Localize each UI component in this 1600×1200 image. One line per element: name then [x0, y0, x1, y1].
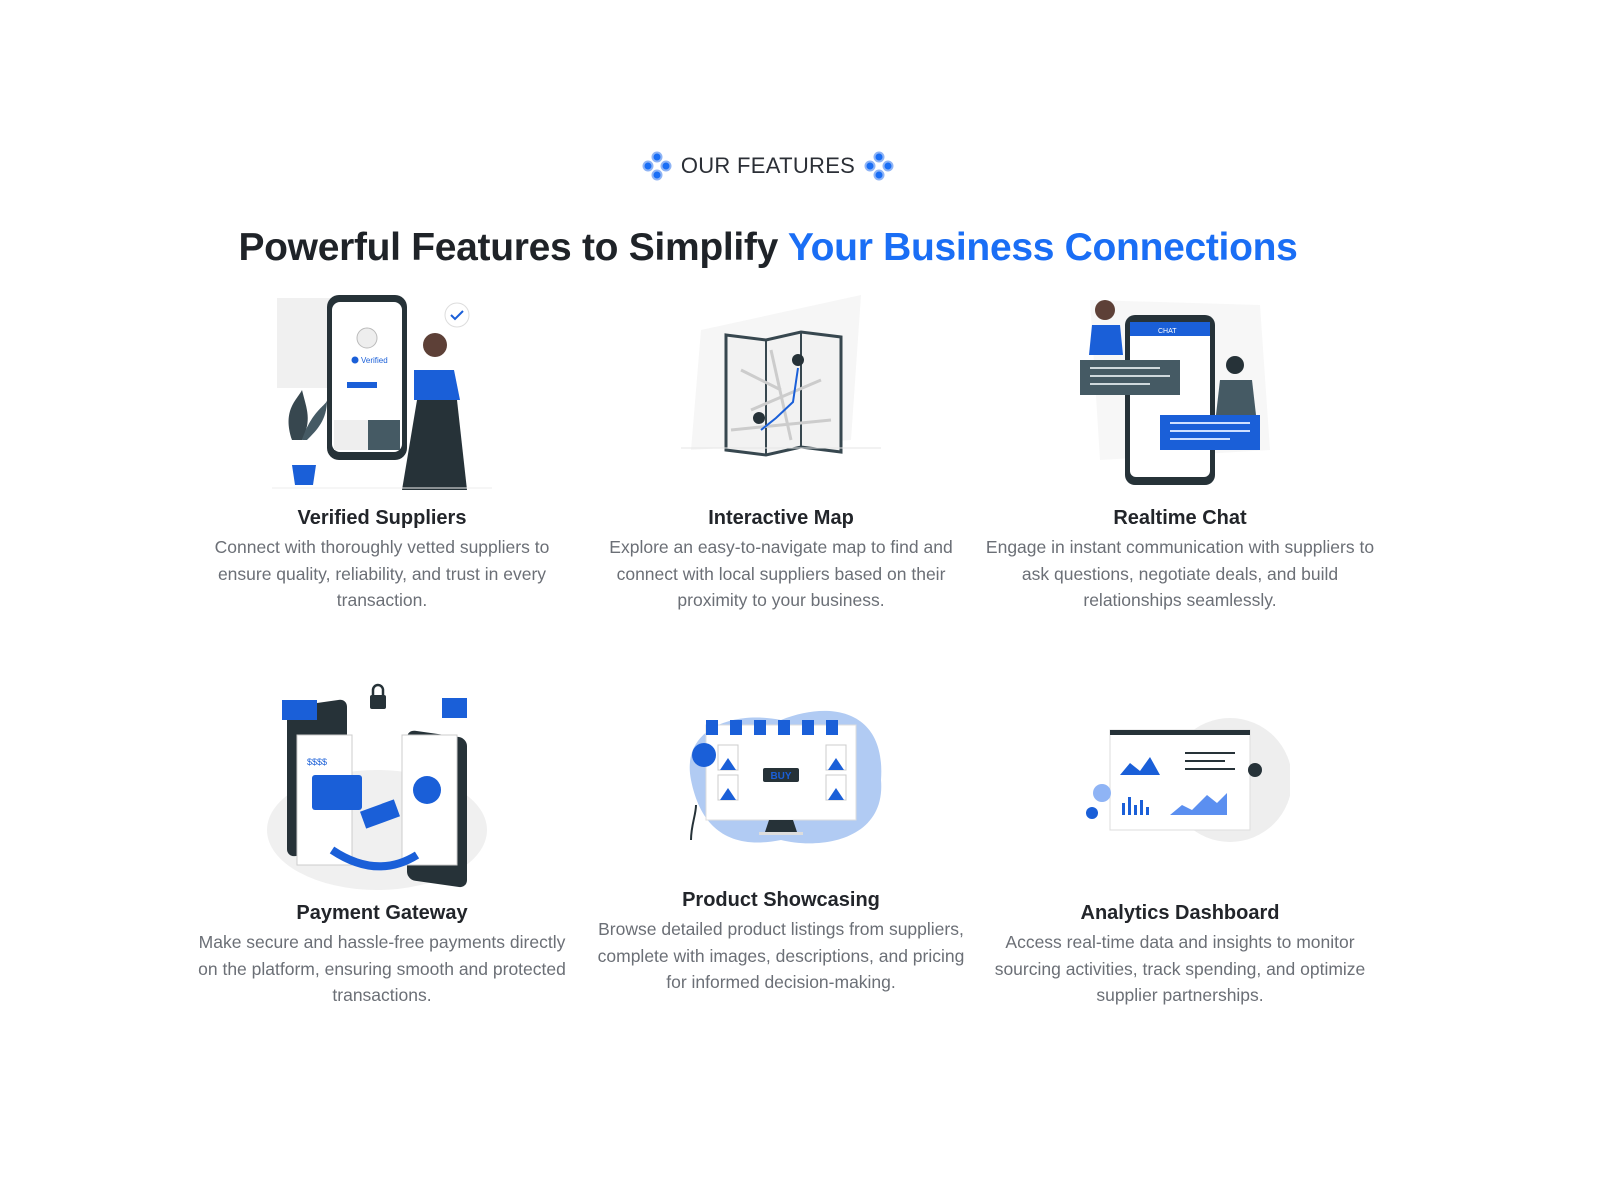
- feature-title: Interactive Map: [708, 507, 854, 529]
- folded-map-illustration: [586, 290, 976, 490]
- feature-description: Connect with thoroughly vetted suppliers…: [214, 537, 550, 610]
- amount-text: $$$$: [307, 757, 327, 767]
- feature-title: Product Showcasing: [682, 889, 880, 911]
- feature-description: Make secure and hassle-free payments dir…: [198, 932, 566, 1005]
- chat-phone-illustration: CHAT: [985, 290, 1375, 490]
- payment-transfer-illustration: $$$$: [187, 680, 577, 895]
- analytics-dashboard-illustration: [985, 715, 1375, 845]
- feature-description: Browse detailed product listings from su…: [597, 919, 965, 992]
- feature-title: Realtime Chat: [1113, 507, 1247, 529]
- buy-text: BUY: [770, 771, 791, 782]
- page-title: Powerful Features to Simplify Your Busin…: [0, 226, 1536, 270]
- storefront-monitor-illustration: BUY: [586, 700, 976, 850]
- feature-description: Explore an easy-to-navigate map to find …: [609, 537, 953, 610]
- title-accent: Your Business Connections: [787, 226, 1298, 270]
- ornament-icon: [864, 151, 894, 181]
- section-eyebrow: OUR FEATURES: [0, 150, 1536, 182]
- chat-text: CHAT: [1158, 328, 1177, 335]
- ornament-icon: [642, 151, 672, 181]
- title-main: Powerful Features to Simplify: [238, 226, 788, 270]
- feature-description: Access real-time data and insights to mo…: [994, 932, 1366, 1005]
- verified-phone-illustration: Verified: [187, 290, 577, 490]
- feature-title: Analytics Dashboard: [1080, 902, 1280, 924]
- feature-title: Verified Suppliers: [297, 507, 467, 529]
- feature-description: Engage in instant communication with sup…: [985, 537, 1375, 610]
- verified-text: Verified: [361, 356, 388, 365]
- eyebrow-text: OUR FEATURES: [680, 153, 856, 178]
- feature-title: Payment Gateway: [296, 902, 468, 924]
